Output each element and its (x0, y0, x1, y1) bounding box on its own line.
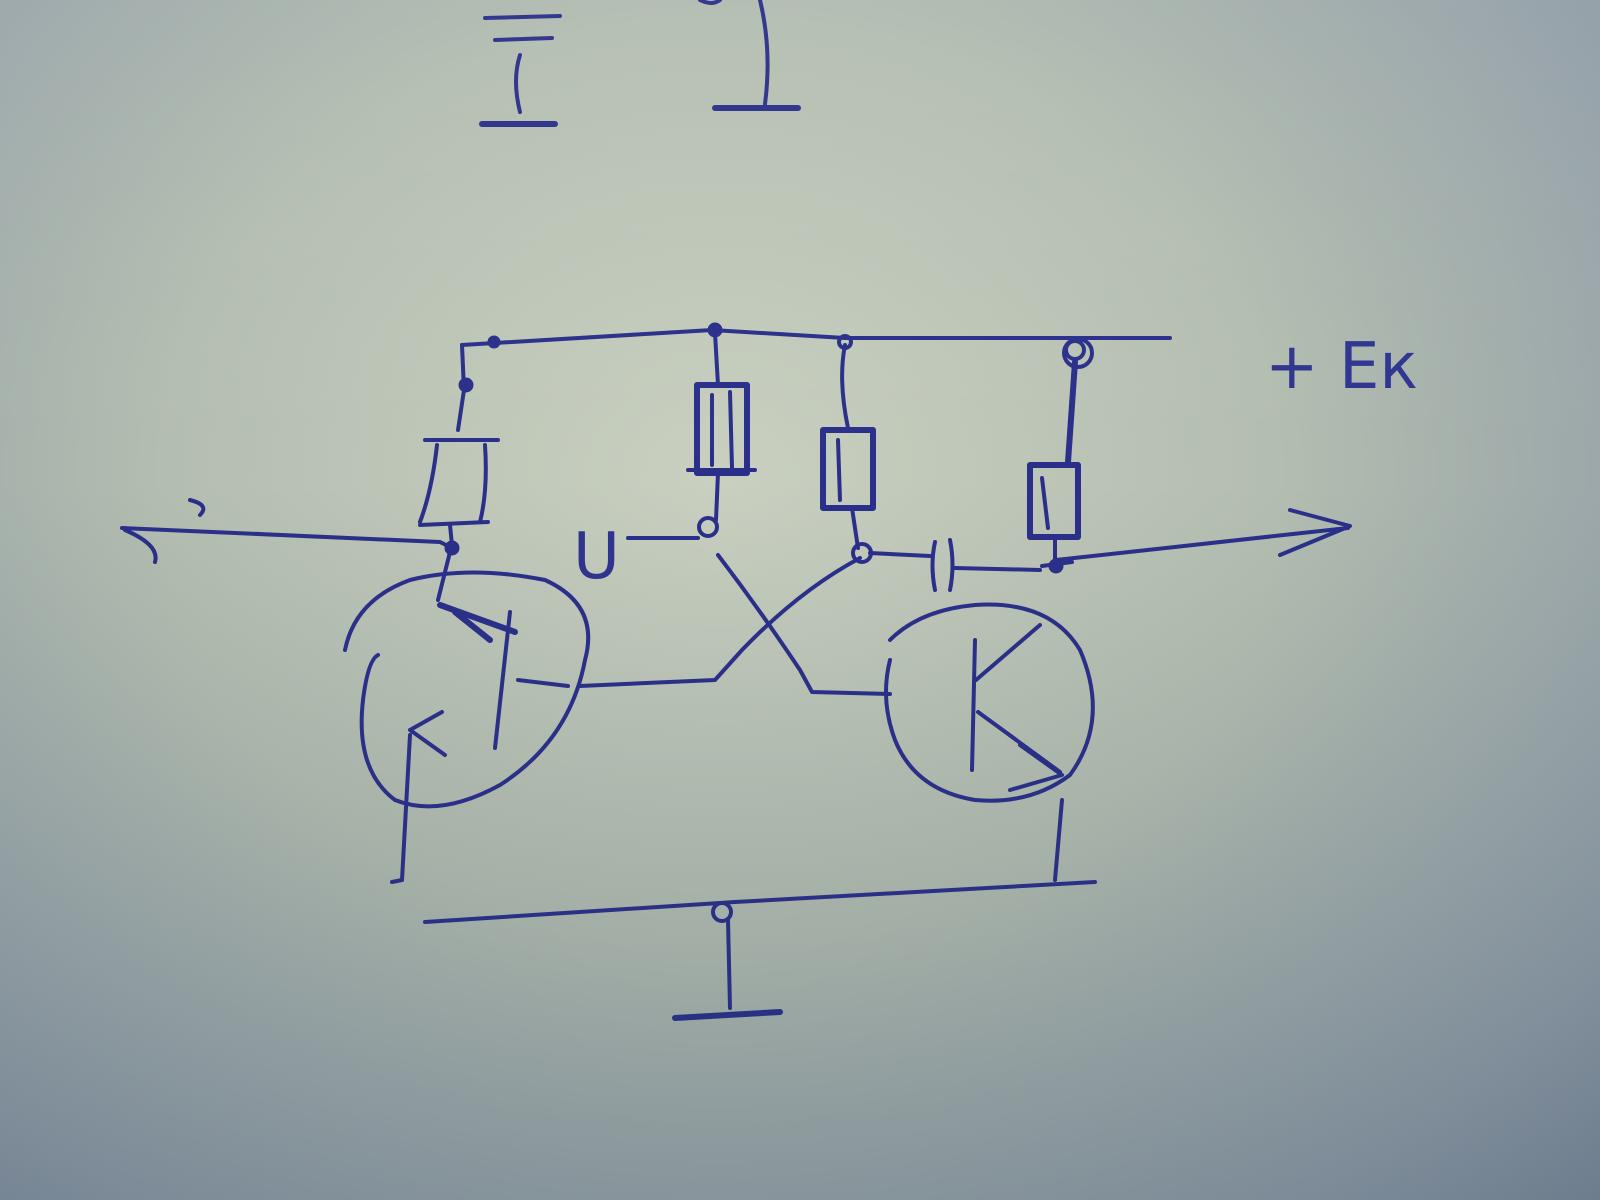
supply-voltage-label: + Ек (1265, 330, 1418, 404)
ground-rail (390, 878, 1097, 1021)
top-right-ground-symbol (698, 0, 801, 111)
cross-coupling-wires (578, 553, 892, 696)
coupling-capacitor (868, 538, 1042, 592)
node-u-label: U (573, 520, 620, 594)
left-transistor (343, 550, 591, 882)
right-transistor (884, 602, 1095, 882)
output-wire (1054, 508, 1352, 562)
top-left-ground-symbol (479, 14, 562, 127)
resistor-r1 (686, 331, 757, 538)
left-drain-load (418, 343, 500, 556)
resistor-r3 (1027, 359, 1081, 574)
supply-rail (460, 322, 1172, 369)
input-wire (120, 498, 454, 564)
resistor-r2 (820, 343, 876, 564)
